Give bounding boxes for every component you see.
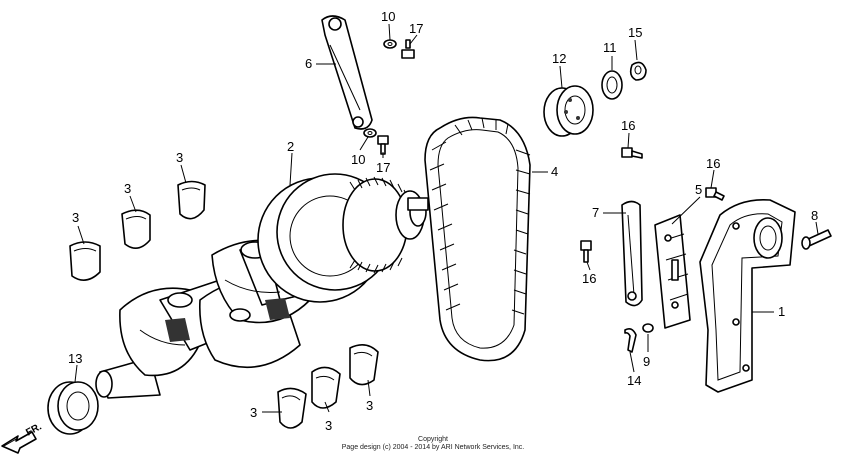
callout-7: 7 <box>592 205 599 220</box>
callout-5: 5 <box>695 182 702 197</box>
callout-3: 3 <box>366 398 373 413</box>
callout-8: 8 <box>811 208 818 223</box>
timing-cover <box>699 198 796 393</box>
callout-3: 3 <box>176 150 183 165</box>
bolt-8 <box>801 229 832 250</box>
callout-9: 9 <box>643 354 650 369</box>
callout-12: 12 <box>552 51 566 66</box>
chain-guide-lower <box>621 200 643 307</box>
copyright-notice: Page design (c) 2004 - 2014 by ARI Netwo… <box>341 444 525 451</box>
chain-tensioner <box>654 214 691 329</box>
callout-16: 16 <box>621 118 635 133</box>
callout-3: 3 <box>325 418 332 433</box>
bolts-16 <box>580 147 725 263</box>
washers-bolts <box>363 39 415 155</box>
bearing <box>543 61 647 137</box>
callout-1: 1 <box>778 304 785 319</box>
callout-3: 3 <box>72 210 79 225</box>
flywheel <box>257 173 429 303</box>
callout-4: 4 <box>551 164 558 179</box>
callouts: 1 2 3 3 3 3 3 3 4 5 6 7 8 9 10 10 11 12 … <box>68 9 818 433</box>
callout-2: 2 <box>287 139 294 154</box>
callout-3: 3 <box>124 181 131 196</box>
callout-15: 15 <box>628 25 642 40</box>
copyright-heading: Copyright <box>418 436 448 443</box>
callout-14: 14 <box>627 373 641 388</box>
callout-11: 11 <box>603 40 617 55</box>
callout-17: 17 <box>376 160 390 175</box>
bearing-shells <box>69 180 379 429</box>
callout-16: 16 <box>582 271 596 286</box>
washer-pin <box>624 323 654 353</box>
callout-16: 16 <box>706 156 720 171</box>
callout-3: 3 <box>250 405 257 420</box>
callout-13: 13 <box>68 351 82 366</box>
callout-6: 6 <box>305 56 312 71</box>
chain-guide-upper <box>321 15 373 130</box>
callout-10: 10 <box>381 9 395 24</box>
callout-10: 10 <box>351 152 365 167</box>
oil-seal <box>47 381 99 435</box>
leader-lines <box>74 23 819 413</box>
timing-chain <box>424 116 531 362</box>
callout-17: 17 <box>409 21 423 36</box>
